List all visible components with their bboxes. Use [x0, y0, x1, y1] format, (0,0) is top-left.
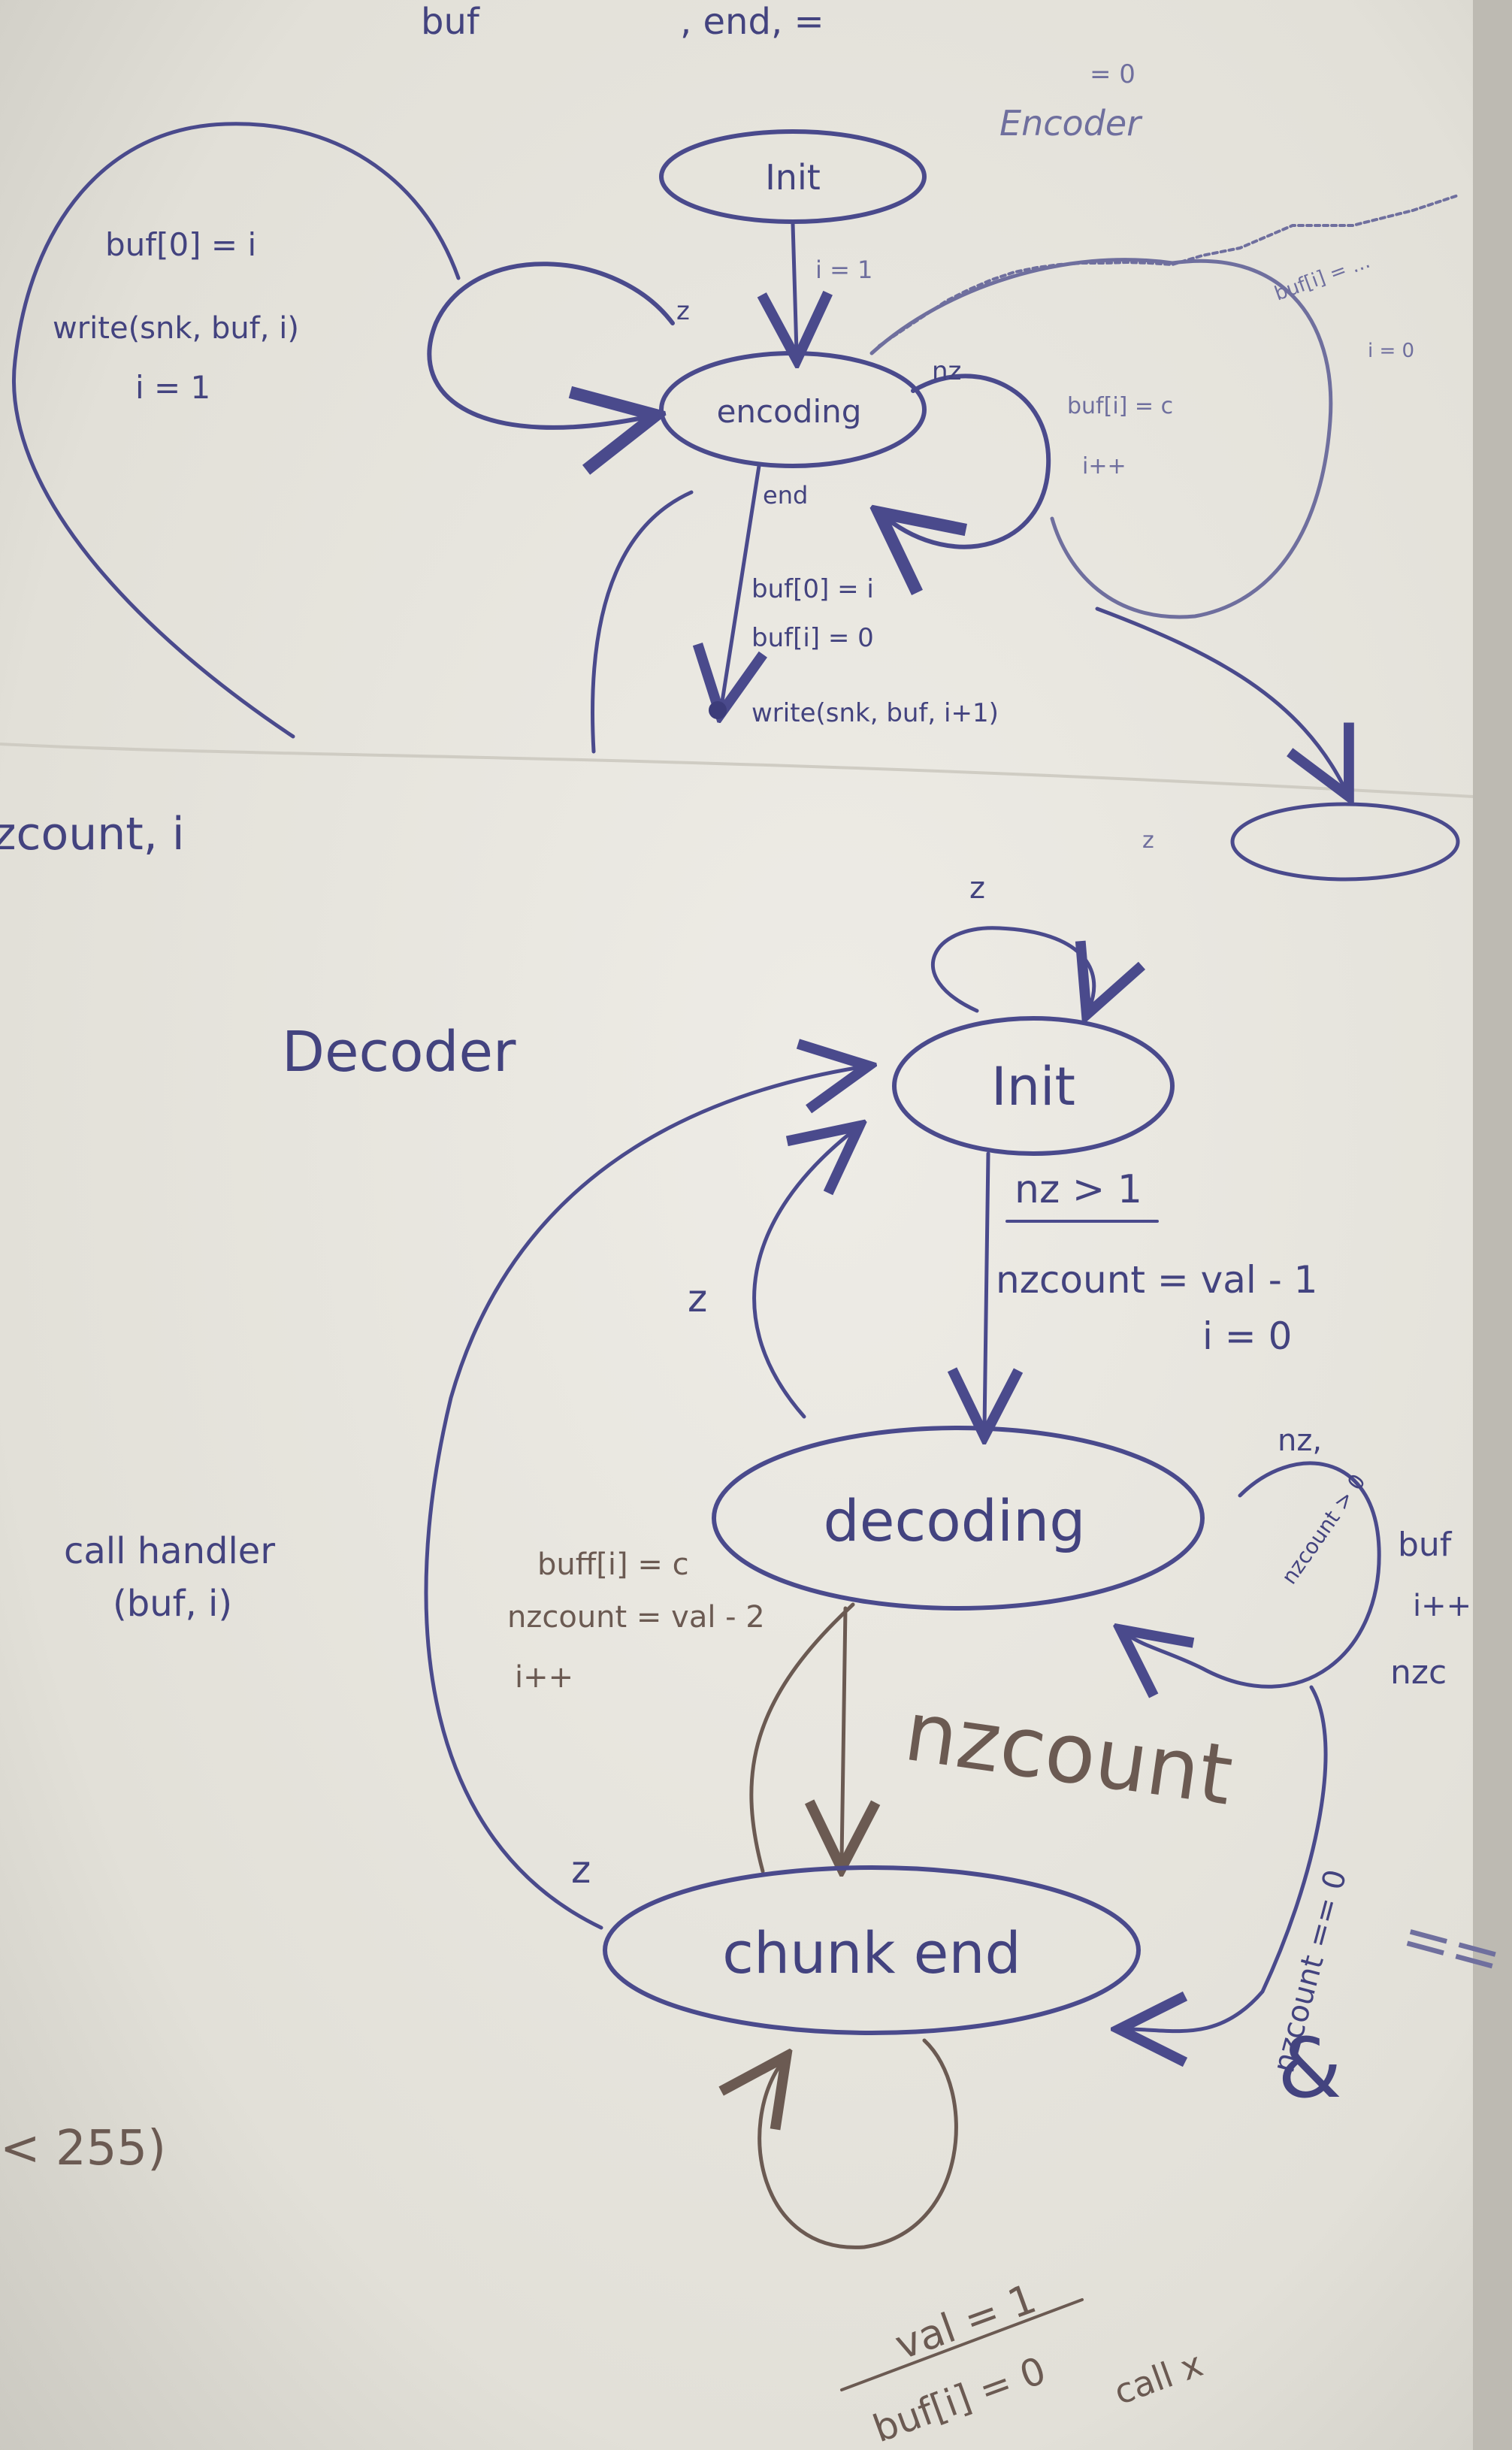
encoder-diagram: buf , end, = = 0 Encoder Init i = 1 enco…: [12, 1, 1460, 882]
decoder-edge-init-decoding-action-2: i = 0: [1202, 1314, 1292, 1358]
encoder-zero-state: [1230, 802, 1460, 882]
encoder-nz-loop: [887, 374, 1051, 546]
encoder-end-action-2: buf[i] = 0: [751, 623, 874, 653]
encoder-z-loop-label: z: [676, 296, 690, 326]
decoder-chunk-guard-divider: [840, 2298, 1084, 2391]
encoder-end-edge: [721, 464, 759, 706]
margin-fragment-top: zcount, i: [0, 808, 185, 861]
encoder-scribble-boundary: [869, 258, 1333, 619]
decoder-chunk-end-state: [603, 1865, 1141, 2035]
decoder-decoding-self-loop-action-2: i++: [1413, 1589, 1471, 1623]
encoder-end-action-1: buf[0] = i: [751, 574, 874, 604]
decoder-edge-decoding-chunk-action-2: nzcount = val - 2: [507, 1600, 765, 1635]
encoder-end-label: end: [763, 481, 808, 510]
encoder-end-dot: [709, 701, 727, 719]
encoder-top-fragment-3: = 0: [1090, 59, 1136, 89]
decoder-edge-init-decoding-guard: nz > 1: [1015, 1167, 1142, 1212]
margin-call-handler-1: call handler: [64, 1530, 275, 1572]
encoder-z-action-1: buf[0] = i: [105, 226, 256, 263]
decoder-edge-nzcount-zero: [1127, 1685, 1328, 2031]
decoder-decoding-self-loop: [1127, 1461, 1381, 1686]
encoder-nz-action-2: i++: [1082, 453, 1126, 479]
decoder-edge-init-decoding-action-1: nzcount = val - 1: [996, 1258, 1317, 1302]
margin-call-handler-2: (buf, i): [113, 1583, 232, 1625]
decoder-title: Decoder: [282, 1020, 516, 1084]
decoder-edge-init-decoding: [984, 1151, 988, 1428]
encoder-top-fragment-1: buf: [421, 1, 480, 43]
encoder-edge-init-encoding: [793, 222, 797, 352]
decoder-decoding-label: decoding: [823, 1487, 1085, 1554]
decoder-ampersand: &: [1278, 2020, 1342, 2116]
encoder-zero-label: z: [1142, 827, 1154, 854]
encoder-init-label: Init: [765, 157, 821, 198]
encoder-return-curve: [591, 490, 694, 754]
encoder-init-state: [659, 129, 927, 224]
encoder-z-loop: [427, 262, 675, 428]
decoder-edge-decoding-chunk-brown-curve: [749, 1602, 855, 1874]
decoder-decoding-self-loop-label: nz,: [1278, 1423, 1322, 1458]
encoder-z-action-2: write(snk, buf, i): [53, 311, 299, 346]
encoder-encoding-label: encoding: [717, 393, 862, 430]
encoder-end-action-3: write(snk, buf, i+1): [751, 698, 999, 728]
encoder-scribble-action-2: i = 0: [1368, 340, 1414, 362]
decoder-init-self-loop: [930, 926, 1093, 1011]
decoder-init-state: [892, 1016, 1175, 1156]
decoder-edge-decoding-init-label: z: [688, 1277, 707, 1320]
encoder-scribble-hatch: [878, 194, 1459, 347]
decoder-decoding-state: [712, 1426, 1205, 1611]
margin-fragment-bottom: < 255): [0, 2121, 166, 2176]
decoder-edge-chunk-init-label: z: [571, 1848, 591, 1892]
encoder-nz-action-1: buf[i] = c: [1067, 393, 1173, 419]
encoder-action-blob: [12, 122, 461, 739]
decoder-edge-decoding-chunk-action-3: i++: [515, 1660, 573, 1695]
decoder-init-self-loop-label: z: [969, 871, 985, 906]
encoder-title: Encoder: [999, 103, 1143, 144]
encoder-edge-init-encoding-label: i = 1: [815, 256, 872, 284]
decoder-edge-decoding-chunk-action-1: buff[i] = c: [537, 1547, 689, 1582]
encoder-nz-label: nz: [932, 356, 961, 386]
decoder-edge-decoding-chunk: [842, 1606, 845, 1860]
sheet-right-edge: [1473, 0, 1512, 2450]
decoder-edge-decoding-init: [752, 1131, 853, 1419]
decoder-decoding-self-loop-action-3: nzc: [1390, 1653, 1447, 1692]
decoder-edge-chunk-init: [424, 1067, 860, 1930]
sheet-edge: [0, 743, 1474, 798]
decoder-decoding-self-loop-action-1: buf: [1398, 1526, 1453, 1564]
decoder-init-label: Init: [991, 1056, 1075, 1118]
decoder-chunk-self-loop: [760, 2038, 958, 2249]
encoder-edge-to-zero-state: [1095, 606, 1345, 789]
encoder-top-fragment-2: , end, =: [680, 1, 824, 43]
encoder-z-action-3: i = 1: [135, 369, 210, 406]
decoder-chunk-end-label: chunk end: [722, 1919, 1021, 1986]
